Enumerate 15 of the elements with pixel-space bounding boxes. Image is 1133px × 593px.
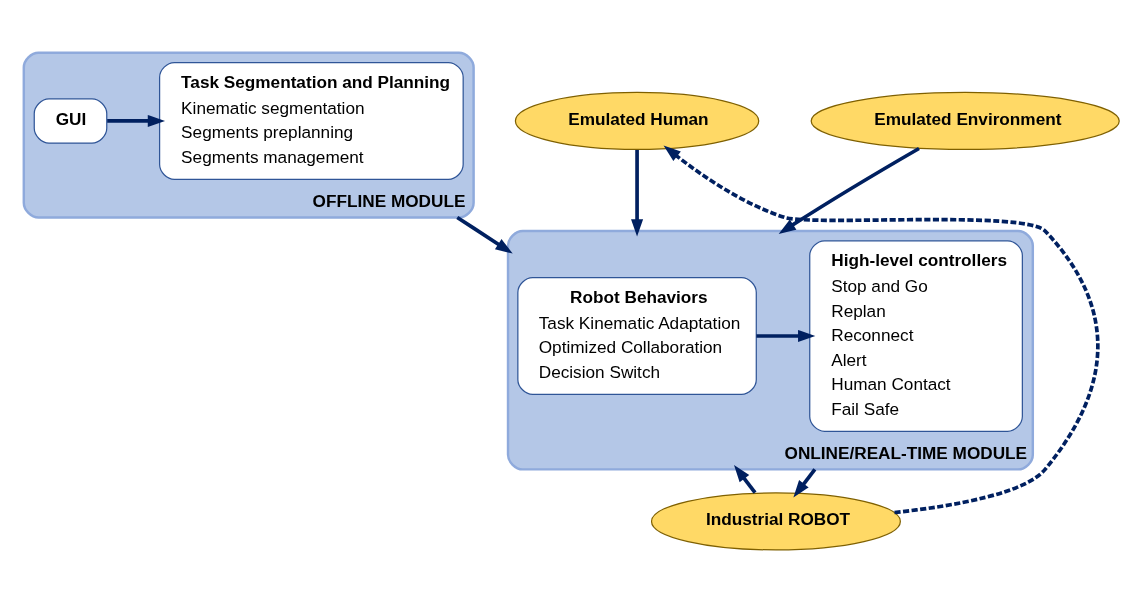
node-ellipse: Emulated Human xyxy=(514,91,760,151)
arrow xyxy=(107,114,166,127)
arrow xyxy=(631,150,644,237)
node-box: Task Segmentation and Planning Kinematic segmentation Segments preplanning Segments management xyxy=(159,61,464,180)
node-box: High-level controllers Stop and Go Replan Reconnect Alert Human Contact Fail Safe xyxy=(809,240,1023,432)
arrow xyxy=(734,464,757,494)
arrow xyxy=(793,468,817,498)
node-ellipse: Emulated Environment xyxy=(810,91,1120,151)
node-box: Robot Behaviors Task Kinematic Adaptation Optimized Collaboration Decision Switch xyxy=(517,277,757,396)
arrow xyxy=(756,330,816,343)
arrow xyxy=(456,215,513,254)
arrow xyxy=(778,146,920,234)
node-box: GUI xyxy=(33,98,108,144)
node-ellipse: Industrial ROBOT xyxy=(650,492,901,551)
arrow xyxy=(663,145,1100,515)
